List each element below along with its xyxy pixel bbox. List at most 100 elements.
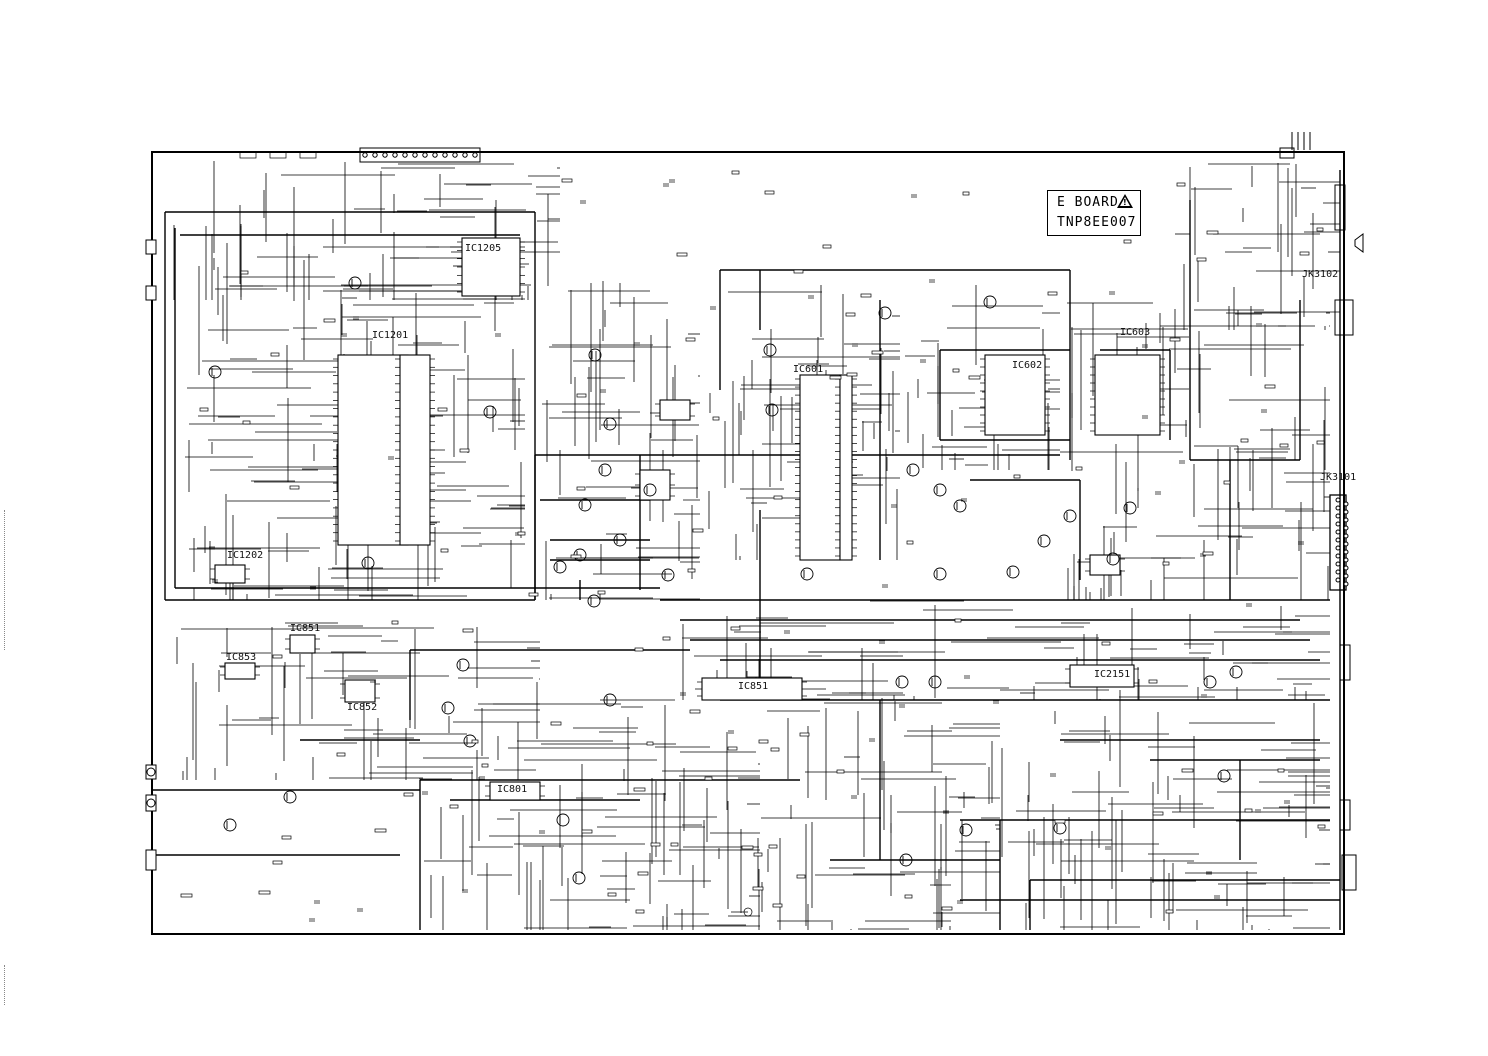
resistor-symbol xyxy=(1240,438,1249,443)
resistor-symbol xyxy=(462,628,474,633)
transistor-symbol xyxy=(572,871,586,885)
transistor-symbol xyxy=(953,499,967,513)
resistor-symbol xyxy=(634,647,644,652)
resistor-symbol xyxy=(1152,811,1164,816)
transistor-symbol xyxy=(959,823,973,837)
resistor-symbol xyxy=(581,829,593,834)
transistor-symbol xyxy=(1053,821,1067,835)
resistor-symbol xyxy=(941,906,953,911)
resistor-symbol xyxy=(650,842,661,847)
ic601-left-package xyxy=(799,374,841,561)
resistor-symbol xyxy=(1277,768,1285,773)
resistor-symbol xyxy=(954,618,962,623)
edge-connectors xyxy=(145,132,1364,891)
ic853-label: IC853 xyxy=(226,652,257,663)
ic1201-label: IC1201 xyxy=(372,330,409,341)
resistor-symbol xyxy=(258,890,271,895)
transistor-symbol xyxy=(598,463,612,477)
warning-triangle-icon xyxy=(1117,194,1133,208)
transistor-symbol xyxy=(878,306,892,320)
ic2151-label: IC2151 xyxy=(1094,669,1131,680)
connector-pin xyxy=(372,152,378,158)
connector-pin xyxy=(382,152,388,158)
transistor-symbol xyxy=(587,594,601,608)
resistor-symbol xyxy=(471,739,479,744)
ground-terminal xyxy=(743,907,753,917)
resistor-symbol xyxy=(968,375,981,380)
fuse xyxy=(299,151,317,159)
resistor-symbol xyxy=(1123,239,1132,244)
transistor-symbol xyxy=(603,693,617,707)
jk3101-pin xyxy=(1343,509,1349,515)
resistor-symbol xyxy=(637,871,649,876)
resistor-symbol xyxy=(772,903,783,908)
resistor-symbol xyxy=(846,372,858,377)
resistor-symbol xyxy=(860,293,872,298)
resistor-symbol xyxy=(962,191,970,196)
ic-aux-package xyxy=(639,469,671,501)
discrete-components xyxy=(180,151,1326,922)
ic602-label: IC602 xyxy=(1012,360,1043,371)
resistor-symbol xyxy=(1316,227,1324,232)
jk3101-pin xyxy=(1335,553,1341,559)
transistor-symbol xyxy=(1106,552,1120,566)
board-name: E BOARD xyxy=(1057,195,1119,210)
resistor-symbol xyxy=(730,626,741,631)
ic851-package xyxy=(289,634,316,654)
resistor-symbol xyxy=(731,170,740,175)
ic-aux2-package xyxy=(1089,554,1121,576)
resistor-symbol xyxy=(704,776,713,781)
jk3101-pin xyxy=(1335,513,1341,519)
resistor-symbol xyxy=(576,486,586,491)
transistor-symbol xyxy=(283,790,297,804)
ic851-label: IC851 xyxy=(290,623,321,634)
resistor-symbol xyxy=(799,732,810,737)
ic1205-package xyxy=(461,237,521,297)
transistor-symbol xyxy=(1229,665,1243,679)
connector-right-bottom xyxy=(1341,854,1357,891)
jk3101-pin xyxy=(1335,529,1341,535)
resistor-symbol xyxy=(240,270,249,275)
transistor-symbol xyxy=(483,405,497,419)
transistor-symbol xyxy=(456,658,470,672)
transistor-symbol xyxy=(1217,769,1231,783)
resistor-symbol xyxy=(1075,466,1083,471)
connector-right-top xyxy=(1334,184,1346,231)
resistor-symbol xyxy=(662,636,671,641)
ic1202-label: IC1202 xyxy=(227,550,264,561)
warning-exclamation-icon: ! xyxy=(1123,198,1127,207)
jk3101-pin xyxy=(1335,505,1341,511)
resistor-symbol xyxy=(845,312,856,317)
jk3101-pin xyxy=(1343,525,1349,531)
connector-pin xyxy=(422,152,428,158)
ic602-package xyxy=(984,354,1046,436)
jk3101-pin xyxy=(1335,561,1341,567)
resistor-symbol xyxy=(1047,291,1058,296)
resistor-symbol xyxy=(727,746,738,751)
transistor-symbol xyxy=(763,343,777,357)
resistor-symbol xyxy=(1165,909,1174,914)
transistor-symbol xyxy=(899,853,913,867)
transistor-symbol xyxy=(983,295,997,309)
resistor-symbol xyxy=(1244,808,1253,813)
transistor-symbol xyxy=(348,276,362,290)
transistor-symbol xyxy=(1203,675,1217,689)
resistor-symbol xyxy=(1148,679,1158,684)
resistor-symbol xyxy=(272,860,283,865)
resistor-symbol xyxy=(1299,251,1310,256)
left-margin-marks-lower xyxy=(4,965,7,1005)
resistor-symbol xyxy=(1101,641,1111,646)
connector-pin xyxy=(442,152,448,158)
ic852-package xyxy=(344,679,376,703)
transistor-symbol xyxy=(1006,565,1020,579)
top-right-connector xyxy=(1279,147,1295,159)
resistor-symbol xyxy=(437,407,448,412)
resistor-symbol xyxy=(607,892,617,897)
resistor-symbol xyxy=(323,318,336,323)
transistor-symbol xyxy=(613,533,627,547)
jk3101-pin xyxy=(1343,557,1349,563)
resistor-symbol xyxy=(1169,337,1181,342)
transistor-symbol xyxy=(603,417,617,431)
